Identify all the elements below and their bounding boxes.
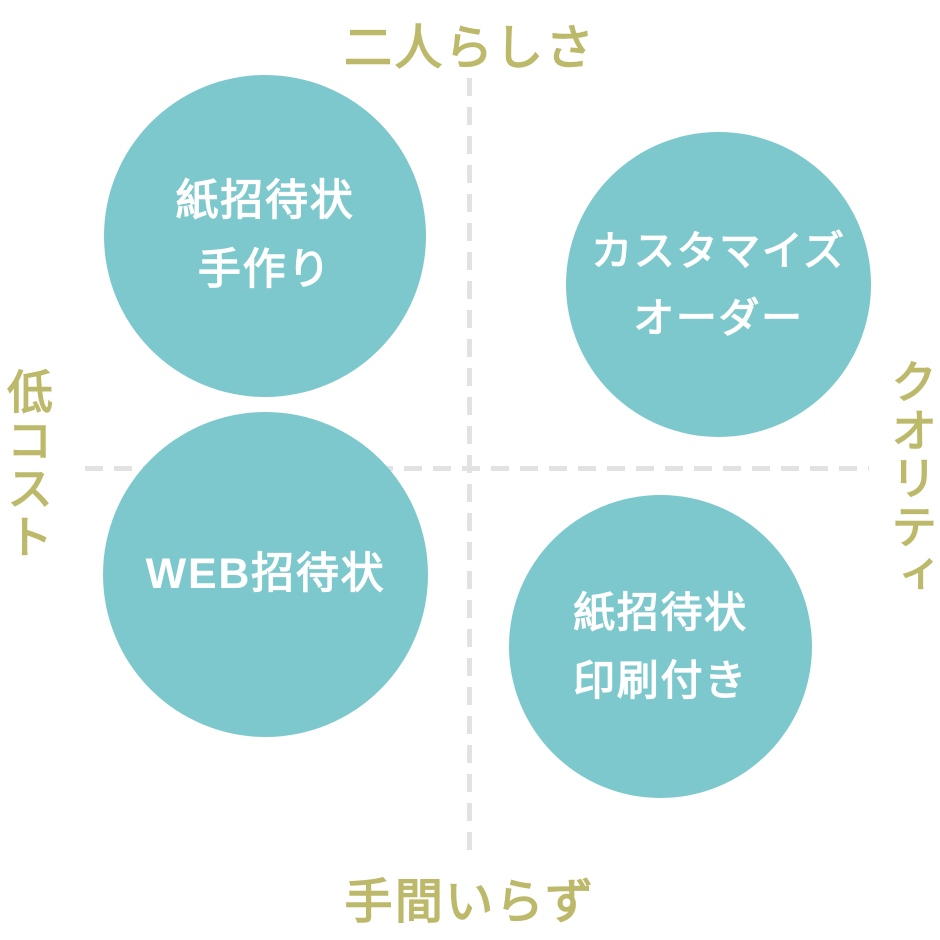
bubble-label-line: 手作り (197, 246, 333, 294)
bubble-label-line: WEB招待状 (145, 550, 386, 598)
vertical-axis-dashed-line (467, 78, 472, 861)
bubble-customize-order[interactable]: カスタマイズ オーダー (566, 132, 871, 437)
bubble-label-line: 紙招待状 (175, 177, 355, 225)
bubble-label-line: 紙招待状 (573, 588, 748, 636)
horizontal-axis-dashed-line (85, 466, 869, 471)
axis-label-right: クオリティ (885, 358, 937, 600)
bubble-label-line: 印刷付き (573, 656, 748, 704)
bubble-label-line: カスタマイズ (591, 227, 846, 274)
bubble-paper-invitation-printed[interactable]: 紙招待状 印刷付き (509, 495, 812, 798)
bubble-paper-invitation-handmade[interactable]: 紙招待状 手作り (104, 75, 426, 397)
axis-label-left: 低コスト (1, 368, 53, 562)
bubble-label-line: オーダー (633, 294, 804, 341)
axis-label-top: 二人らしさ (343, 22, 596, 75)
bubble-web-invitation[interactable]: WEB招待状 (103, 412, 428, 737)
axis-label-bottom: 手間いらず (344, 876, 596, 929)
